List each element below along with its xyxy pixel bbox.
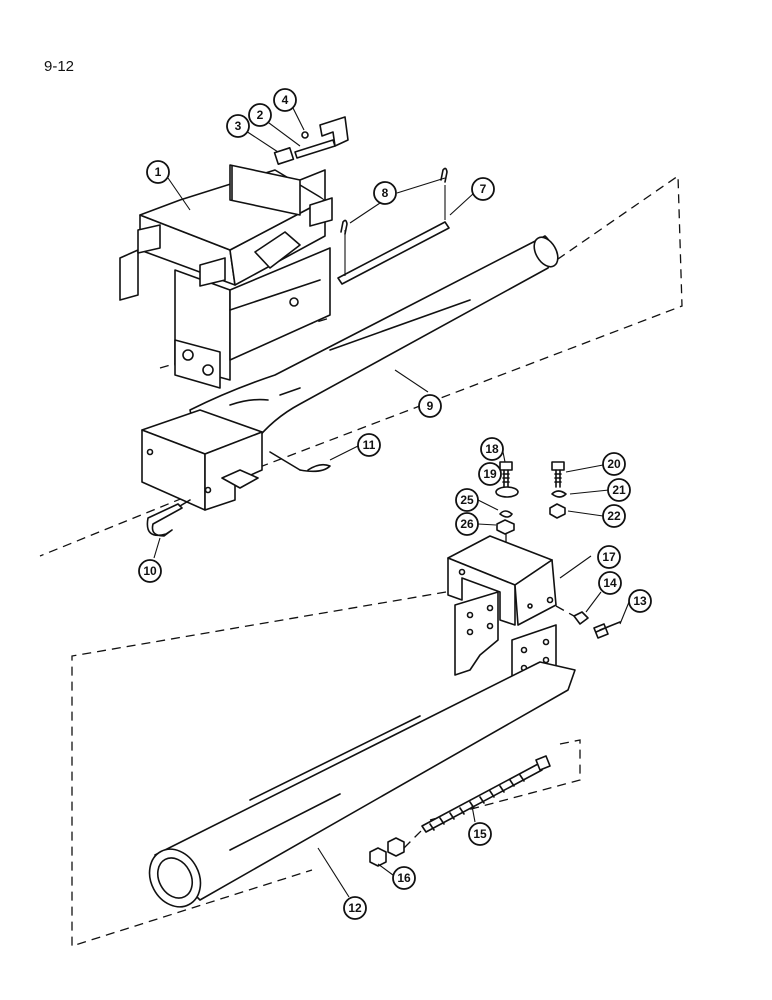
callout-label: 13 bbox=[633, 594, 647, 608]
callout-label: 3 bbox=[235, 119, 242, 133]
callout-14: 14 bbox=[598, 571, 622, 595]
callout-16: 16 bbox=[392, 866, 416, 890]
callout-label: 10 bbox=[143, 564, 157, 578]
callout-label: 7 bbox=[480, 182, 487, 196]
callout-label: 18 bbox=[485, 442, 499, 456]
latch-pin-assembly bbox=[273, 116, 349, 165]
callout-label: 15 bbox=[473, 827, 487, 841]
callout-22: 22 bbox=[602, 504, 626, 528]
callout-12: 12 bbox=[343, 896, 367, 920]
callout-26: 26 bbox=[455, 512, 479, 536]
callout-7: 7 bbox=[471, 177, 495, 201]
callout-21: 21 bbox=[607, 478, 631, 502]
callout-8: 8 bbox=[373, 181, 397, 205]
callout-17: 17 bbox=[597, 545, 621, 569]
lower-assembly-outline bbox=[71, 591, 581, 947]
rod bbox=[337, 185, 450, 285]
cotter-pins bbox=[340, 167, 448, 235]
callout-15: 15 bbox=[468, 822, 492, 846]
callout-20: 20 bbox=[602, 452, 626, 476]
tube-end-bracket bbox=[141, 409, 263, 511]
callout-4: 4 bbox=[273, 88, 297, 112]
callout-label: 2 bbox=[257, 108, 264, 122]
leader-lines bbox=[153, 105, 630, 898]
callout-13: 13 bbox=[628, 589, 652, 613]
callout-label: 20 bbox=[607, 457, 621, 471]
lower-tube bbox=[148, 661, 576, 908]
callout-label: 25 bbox=[460, 493, 474, 507]
callout-label: 22 bbox=[607, 509, 621, 523]
handle-pin bbox=[146, 499, 191, 537]
callout-label: 17 bbox=[602, 550, 616, 564]
threaded-rod bbox=[421, 755, 551, 833]
callout-3: 3 bbox=[226, 114, 250, 138]
side-bolt bbox=[555, 605, 621, 639]
callout-11: 11 bbox=[357, 433, 381, 457]
callout-25: 25 bbox=[455, 488, 479, 512]
callout-18: 18 bbox=[480, 437, 504, 461]
callout-10: 10 bbox=[138, 559, 162, 583]
callout-label: 14 bbox=[603, 576, 617, 590]
callout-label: 21 bbox=[612, 483, 626, 497]
callout-label: 8 bbox=[382, 186, 389, 200]
callout-label: 4 bbox=[282, 93, 289, 107]
nuts bbox=[369, 829, 423, 867]
callout-19: 19 bbox=[478, 462, 502, 486]
callout-1: 1 bbox=[146, 160, 170, 184]
callout-9: 9 bbox=[418, 394, 442, 418]
hitch-bracket bbox=[119, 164, 333, 389]
u-bracket bbox=[447, 535, 557, 626]
callout-label: 16 bbox=[397, 871, 411, 885]
callout-2: 2 bbox=[248, 103, 272, 127]
callout-label: 12 bbox=[348, 901, 362, 915]
hitch-pin-small bbox=[269, 451, 331, 473]
callout-label: 9 bbox=[427, 399, 434, 413]
callout-label: 11 bbox=[363, 438, 376, 452]
callout-label: 1 bbox=[155, 165, 162, 179]
callout-label: 26 bbox=[460, 517, 474, 531]
page-number: 9-12 bbox=[44, 58, 75, 75]
upper-tube bbox=[189, 235, 559, 453]
callout-label: 19 bbox=[483, 467, 497, 481]
